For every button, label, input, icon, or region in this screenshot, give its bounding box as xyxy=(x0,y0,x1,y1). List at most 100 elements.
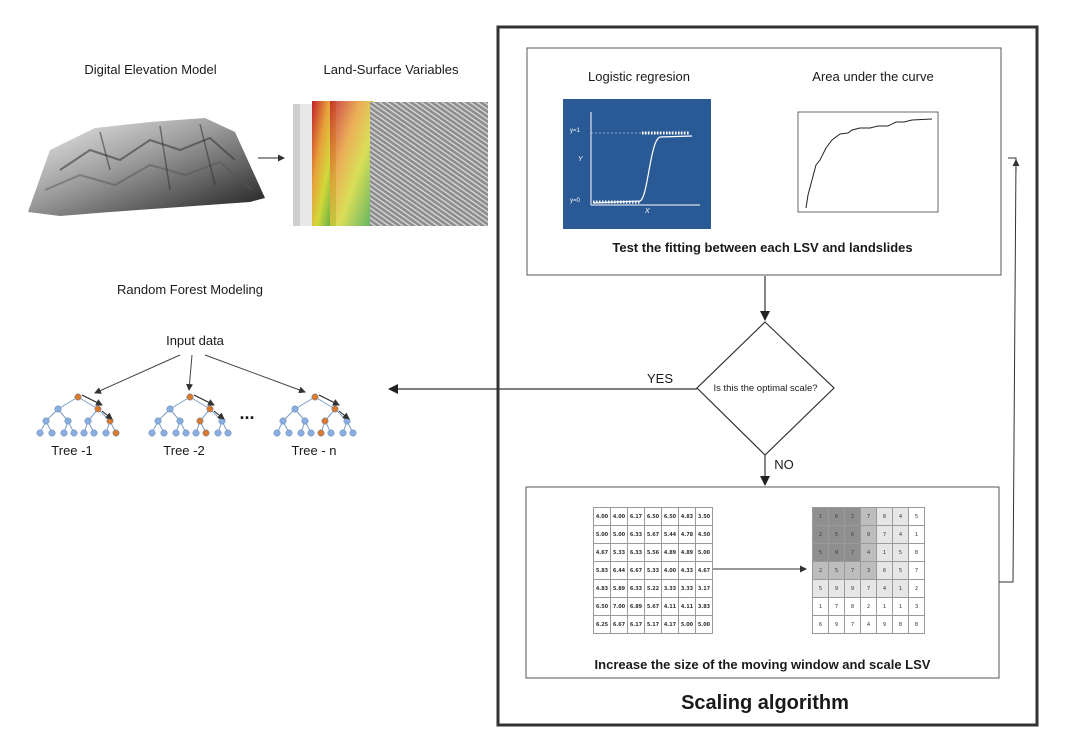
window-grid-cell: 5 xyxy=(908,507,925,526)
window-grid-cell: 9 xyxy=(860,525,877,544)
logistic-regression-plot xyxy=(563,99,711,229)
lsv-grid-cell: 5.83 xyxy=(593,561,611,580)
window-grid-cell: 9 xyxy=(828,543,845,562)
lsv-grid-cell: 7.00 xyxy=(610,597,628,616)
window-grid-cell: 7 xyxy=(844,543,861,562)
lsv-grid-cell: 4.11 xyxy=(678,597,696,616)
scaling-algorithm-box xyxy=(496,25,1039,727)
fitting-test-label: Test the fitting between each LSV and la… xyxy=(612,240,913,255)
lsv-grid-cell: 5.00 xyxy=(678,615,696,634)
window-grid-cell: 5 xyxy=(828,561,845,580)
lsv-grid-cell: 6.50 xyxy=(661,507,679,526)
lsv-grid-cell: 6.67 xyxy=(610,615,628,634)
window-grid-cell: 6 xyxy=(828,507,845,526)
lsv-grid-cell: 6.25 xyxy=(593,615,611,634)
lsv-grid-cell: 6.17 xyxy=(627,615,645,634)
lsv-grid-cell: 4.17 xyxy=(661,615,679,634)
lsv-grid-cell: 6.50 xyxy=(644,507,662,526)
logistic-x-axis-label: X xyxy=(645,208,650,215)
auc-plot xyxy=(797,111,939,213)
tree-2-label: Tree -2 xyxy=(163,443,205,458)
lsv-grid-cell: 5.33 xyxy=(644,561,662,580)
lsv-grid-cell: 3.33 xyxy=(661,579,679,598)
random-forest-trees xyxy=(36,393,357,437)
lsv-grid-cell: 6.17 xyxy=(627,507,645,526)
lsv-grid-cell: 6.67 xyxy=(627,561,645,580)
lsv-grid-cell: 6.89 xyxy=(627,597,645,616)
scaling-algorithm-title: Scaling algorithm xyxy=(681,692,849,714)
lsv-grid-cell: 4.33 xyxy=(678,561,696,580)
lsv-grid-cell: 4.67 xyxy=(593,543,611,562)
lsv-grid-cell: 3.17 xyxy=(695,579,713,598)
decision-tree-2 xyxy=(148,393,232,437)
lsv-image xyxy=(293,101,488,226)
lsv-grid-cell: 5.67 xyxy=(644,525,662,544)
lsv-grid-cell: 4.83 xyxy=(593,579,611,598)
lsv-grid-cell: 4.78 xyxy=(678,525,696,544)
window-grid-cell: 4 xyxy=(860,615,877,634)
lsv-grid-cell: 4.11 xyxy=(661,597,679,616)
window-grid-cell: 5 xyxy=(812,543,829,562)
trees-ellipsis: ... xyxy=(239,403,255,423)
lsv-grid-cell: 6.50 xyxy=(593,597,611,616)
lsv-title: Land-Surface Variables xyxy=(323,62,459,77)
window-grid-cell: 1 xyxy=(876,543,893,562)
window-grid-cell: 6 xyxy=(876,561,893,580)
lsv-grid-cell: 5.00 xyxy=(593,525,611,544)
dem-image xyxy=(28,118,265,216)
window-grid-cell: 1 xyxy=(908,525,925,544)
window-grid-cell: 1 xyxy=(876,597,893,616)
window-grid-cell: 9 xyxy=(828,615,845,634)
window-grid-cell: 2 xyxy=(812,561,829,580)
window-grid-cell: 1 xyxy=(812,507,829,526)
window-grid-cell: 3 xyxy=(860,561,877,580)
window-grid-cell: 2 xyxy=(908,579,925,598)
window-grid-cell: 8 xyxy=(908,543,925,562)
window-grid-cell: 2 xyxy=(844,507,861,526)
rf-title: Random Forest Modeling xyxy=(117,282,263,297)
lsv-grid-cell: 6.44 xyxy=(610,561,628,580)
window-grid-cell: 8 xyxy=(908,615,925,634)
lsv-grid-cell: 6.33 xyxy=(627,525,645,544)
window-grid-cell: 7 xyxy=(844,615,861,634)
lsv-grid-cell: 4.00 xyxy=(661,561,679,580)
lsv-grid-cell: 4.50 xyxy=(695,525,713,544)
lsv-grid-cell: 5.89 xyxy=(610,579,628,598)
window-grid-cell: 7 xyxy=(844,561,861,580)
moving-window-label: Increase the size of the moving window a… xyxy=(594,657,931,672)
window-grid-cell: 5 xyxy=(812,579,829,598)
lsv-grid-cell: 5.00 xyxy=(695,615,713,634)
tree-n-label: Tree - n xyxy=(291,443,337,458)
input-data-label: Input data xyxy=(166,333,224,348)
lsv-grid-cell: 5.00 xyxy=(610,525,628,544)
window-grid-cell: 1 xyxy=(812,597,829,616)
window-grid-cell: 7 xyxy=(860,507,877,526)
lsv-grid-cell: 5.56 xyxy=(644,543,662,562)
logistic-y0-label: y=0 xyxy=(570,198,580,204)
lsv-grid-cell: 3.33 xyxy=(678,579,696,598)
window-grid-cell: 8 xyxy=(876,507,893,526)
window-grid-cell: 1 xyxy=(892,597,909,616)
window-grid-cell: 2 xyxy=(812,525,829,544)
window-grid-cell: 6 xyxy=(812,615,829,634)
logistic-y-axis-label: Y xyxy=(578,156,583,163)
window-grid-cell: 5 xyxy=(892,543,909,562)
window-grid-cell: 5 xyxy=(892,561,909,580)
decision-tree-1 xyxy=(36,393,120,437)
window-grid-cell: 9 xyxy=(844,579,861,598)
dem-title: Digital Elevation Model xyxy=(84,62,217,77)
lsv-grid-cell: 6.33 xyxy=(627,579,645,598)
